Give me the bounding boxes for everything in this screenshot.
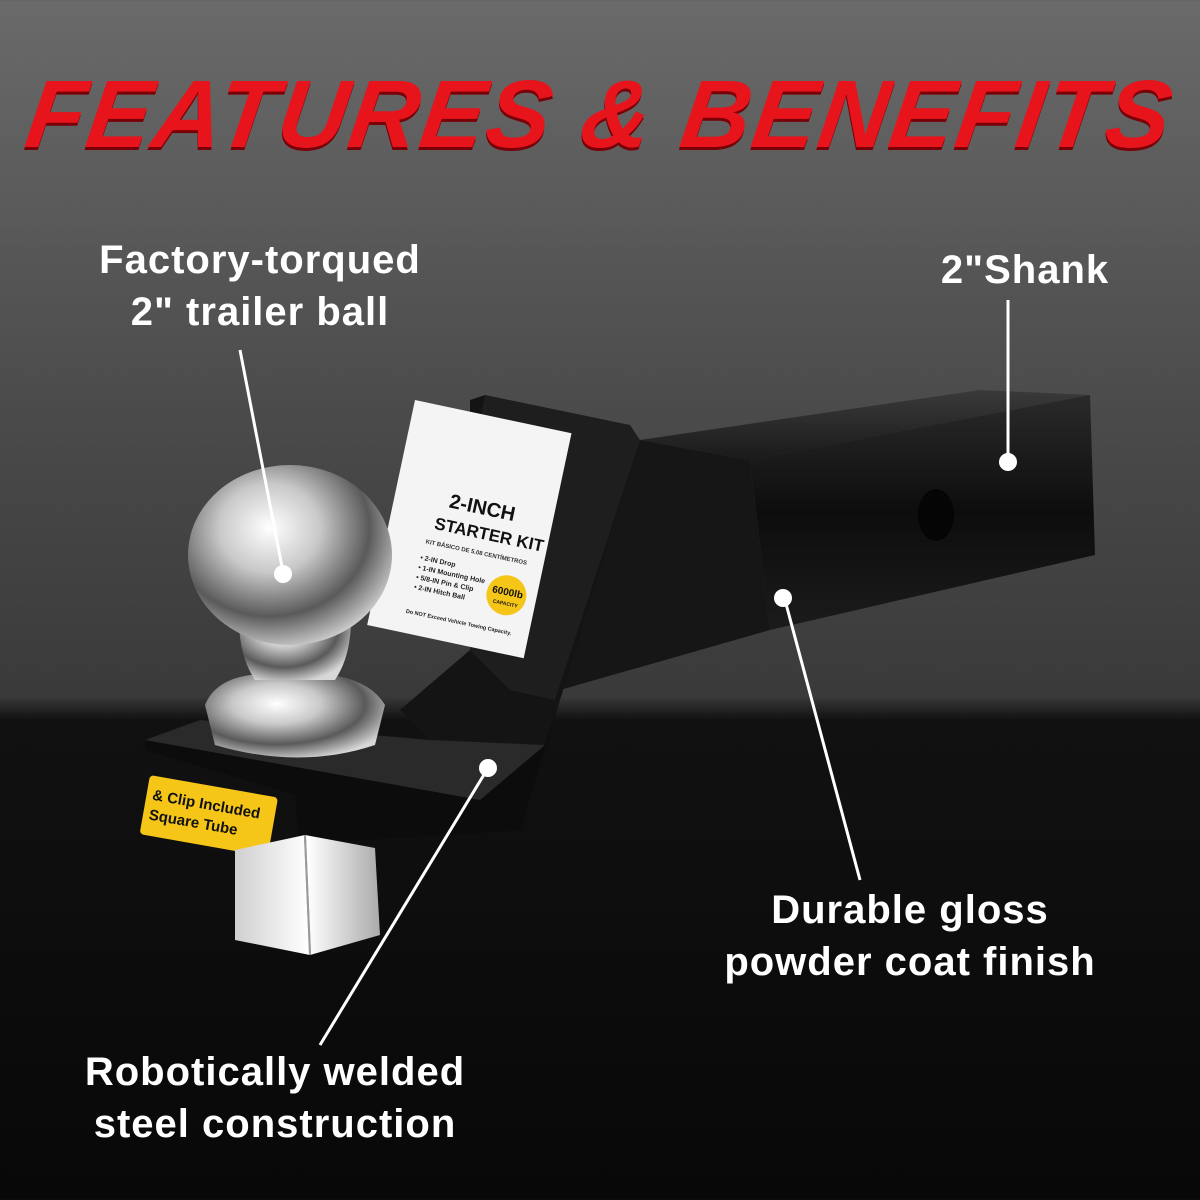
callout-dot [999, 453, 1017, 471]
pin-hole [918, 489, 954, 541]
callout-shank: 2"Shank [900, 244, 1150, 296]
hitch-shank [560, 390, 1095, 690]
side-sticker: & Clip Included Square Tube [140, 775, 278, 857]
capacity-label: CAPACITY [492, 599, 519, 610]
hitch-ball [188, 465, 392, 758]
callout-line: Robotically welded [84, 1050, 466, 1094]
callout-line: 2"Shank [940, 248, 1110, 292]
callout-welded: Robotically welded steel construction [40, 1046, 510, 1150]
callout-lines [238, 300, 1010, 1046]
callout-line: powder coat finish [724, 940, 1096, 984]
callout-dot [774, 589, 792, 607]
callout-line: Durable gloss [771, 888, 1049, 932]
callout-dot [274, 565, 292, 583]
callout-finish: Durable gloss powder coat finish [680, 884, 1140, 988]
callout-line: steel construction [93, 1102, 457, 1146]
callout-dot [479, 759, 497, 777]
product-label: 2-INCH STARTER KIT KIT BÁSICO DE 5.08 CE… [367, 400, 572, 659]
callout-line: Factory-torqued [99, 238, 421, 282]
page-title: FEATURES & BENEFITS [19, 61, 1181, 168]
callout-line: 2" trailer ball [130, 290, 390, 334]
callout-trailer-ball: Factory-torqued 2" trailer ball [70, 234, 450, 338]
hex-nut [235, 834, 380, 956]
capacity-badge [486, 575, 527, 616]
